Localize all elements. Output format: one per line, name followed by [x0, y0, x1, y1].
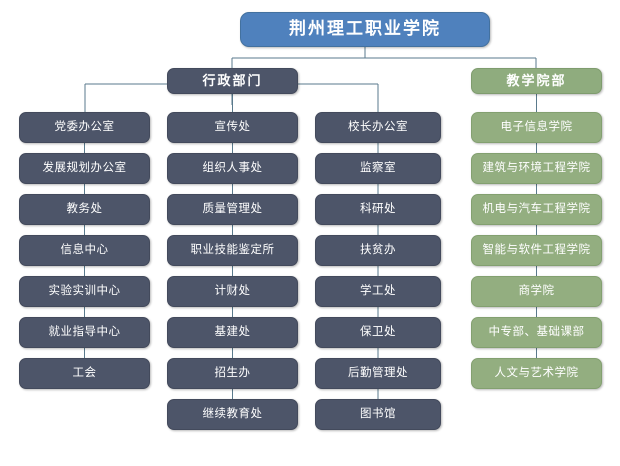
- org-node-label: 教务处: [66, 203, 103, 216]
- org-node-academic-1-7[interactable]: 人文与艺术学院: [471, 358, 602, 389]
- org-node-label: 监察室: [360, 162, 396, 175]
- org-node-label: 机电与汽车工程学院: [482, 203, 591, 216]
- org-node-label: 后勤管理处: [348, 367, 408, 380]
- org-node-admin-3-5[interactable]: 学工处: [315, 276, 441, 307]
- org-node-label: 宣传处: [214, 121, 251, 134]
- org-node-admin-2-2[interactable]: 组织人事处: [167, 153, 298, 184]
- org-node-label: 图书馆: [360, 408, 396, 421]
- branch-header-admin-label: 行政部门: [202, 72, 263, 88]
- org-node-admin-3-6[interactable]: 保卫处: [315, 317, 441, 348]
- org-node-label: 职业技能鉴定所: [190, 244, 275, 257]
- org-root-node[interactable]: 荆州理工职业学院: [240, 12, 490, 47]
- org-node-label: 扶贫办: [360, 244, 396, 257]
- org-node-admin-3-7[interactable]: 后勤管理处: [315, 358, 441, 389]
- branch-header-academic[interactable]: 教学院部: [471, 68, 602, 94]
- org-node-admin-1-3[interactable]: 教务处: [19, 194, 150, 225]
- org-node-label: 质量管理处: [202, 203, 263, 216]
- org-node-academic-1-1[interactable]: 电子信息学院: [471, 112, 602, 143]
- branch-header-academic-label: 教学院部: [506, 72, 567, 88]
- org-node-academic-1-2[interactable]: 建筑与环境工程学院: [471, 153, 602, 184]
- org-node-label: 保卫处: [360, 326, 396, 339]
- org-node-label: 党委办公室: [54, 121, 115, 134]
- org-node-label: 智能与软件工程学院: [482, 244, 591, 257]
- org-node-label: 就业指导中心: [48, 326, 121, 339]
- org-node-admin-2-6[interactable]: 基建处: [167, 317, 298, 348]
- org-node-admin-1-5[interactable]: 实验实训中心: [19, 276, 150, 307]
- org-node-academic-1-3[interactable]: 机电与汽车工程学院: [471, 194, 602, 225]
- org-node-label: 计财处: [214, 285, 251, 298]
- org-node-label: 组织人事处: [202, 162, 263, 175]
- org-node-academic-1-6[interactable]: 中专部、基础课部: [471, 317, 602, 348]
- org-node-label: 校长办公室: [348, 121, 408, 134]
- org-node-label: 招生办: [214, 367, 251, 380]
- org-node-label: 科研处: [360, 203, 396, 216]
- org-node-admin-2-5[interactable]: 计财处: [167, 276, 298, 307]
- org-node-admin-2-8[interactable]: 继续教育处: [167, 399, 298, 430]
- org-node-admin-3-2[interactable]: 监察室: [315, 153, 441, 184]
- org-node-admin-1-6[interactable]: 就业指导中心: [19, 317, 150, 348]
- org-node-label: 电子信息学院: [500, 121, 573, 134]
- org-node-label: 建筑与环境工程学院: [482, 162, 591, 175]
- org-node-admin-2-3[interactable]: 质量管理处: [167, 194, 298, 225]
- org-node-academic-1-4[interactable]: 智能与软件工程学院: [471, 235, 602, 266]
- org-root-label: 荆州理工职业学院: [289, 19, 441, 39]
- org-node-label: 中专部、基础课部: [488, 326, 585, 339]
- org-node-admin-1-1[interactable]: 党委办公室: [19, 112, 150, 143]
- org-node-admin-2-7[interactable]: 招生办: [167, 358, 298, 389]
- org-node-label: 实验实训中心: [48, 285, 121, 298]
- org-node-admin-2-1[interactable]: 宣传处: [167, 112, 298, 143]
- org-node-label: 人文与艺术学院: [494, 367, 579, 380]
- org-node-label: 继续教育处: [202, 408, 263, 421]
- org-node-admin-1-2[interactable]: 发展规划办公室: [19, 153, 150, 184]
- org-node-label: 商学院: [518, 285, 555, 298]
- org-node-label: 基建处: [214, 326, 251, 339]
- org-node-admin-1-7[interactable]: 工会: [19, 358, 150, 389]
- org-node-admin-3-8[interactable]: 图书馆: [315, 399, 441, 430]
- org-node-label: 信息中心: [60, 244, 109, 257]
- org-node-label: 工会: [72, 367, 97, 380]
- org-node-admin-3-3[interactable]: 科研处: [315, 194, 441, 225]
- org-node-admin-3-1[interactable]: 校长办公室: [315, 112, 441, 143]
- org-node-admin-3-4[interactable]: 扶贫办: [315, 235, 441, 266]
- org-node-label: 学工处: [360, 285, 396, 298]
- org-node-label: 发展规划办公室: [42, 162, 127, 175]
- branch-header-admin[interactable]: 行政部门: [167, 68, 298, 94]
- org-node-academic-1-5[interactable]: 商学院: [471, 276, 602, 307]
- org-node-admin-1-4[interactable]: 信息中心: [19, 235, 150, 266]
- org-node-admin-2-4[interactable]: 职业技能鉴定所: [167, 235, 298, 266]
